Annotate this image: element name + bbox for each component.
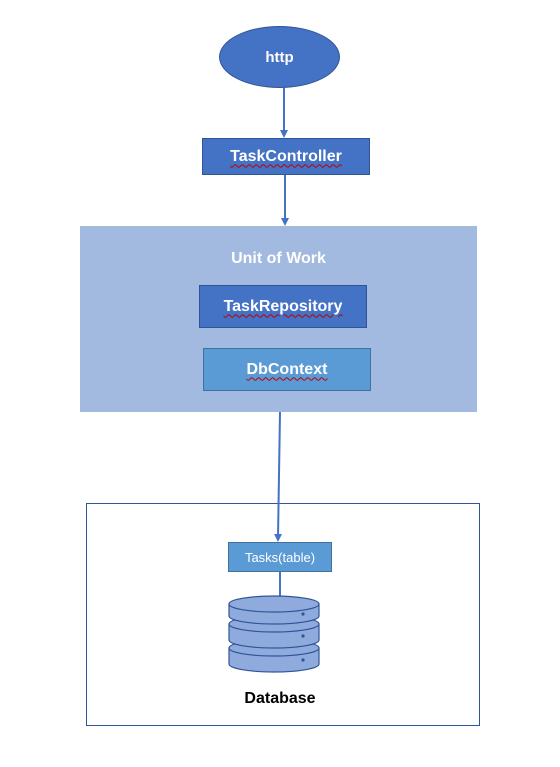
database-label: Database <box>244 690 316 707</box>
tasks-table-label: Tasks(table) <box>244 549 316 565</box>
task-repository-label: TaskRepository <box>223 297 343 315</box>
db-context-label: DbContext <box>246 360 328 378</box>
db-context-node: DbContext <box>203 348 371 391</box>
database-icon <box>228 595 320 673</box>
task-repository-node: TaskRepository <box>199 285 367 328</box>
task-controller-node: TaskController <box>202 138 370 175</box>
edge-unit-of-work-to-tasks <box>274 411 283 542</box>
http-node: http <box>219 26 340 88</box>
unit-of-work-title: Unit of Work <box>231 250 326 267</box>
tasks-table-node: Tasks(table) <box>228 542 332 572</box>
http-label: http <box>265 48 294 66</box>
task-controller-label: TaskController <box>230 147 342 165</box>
